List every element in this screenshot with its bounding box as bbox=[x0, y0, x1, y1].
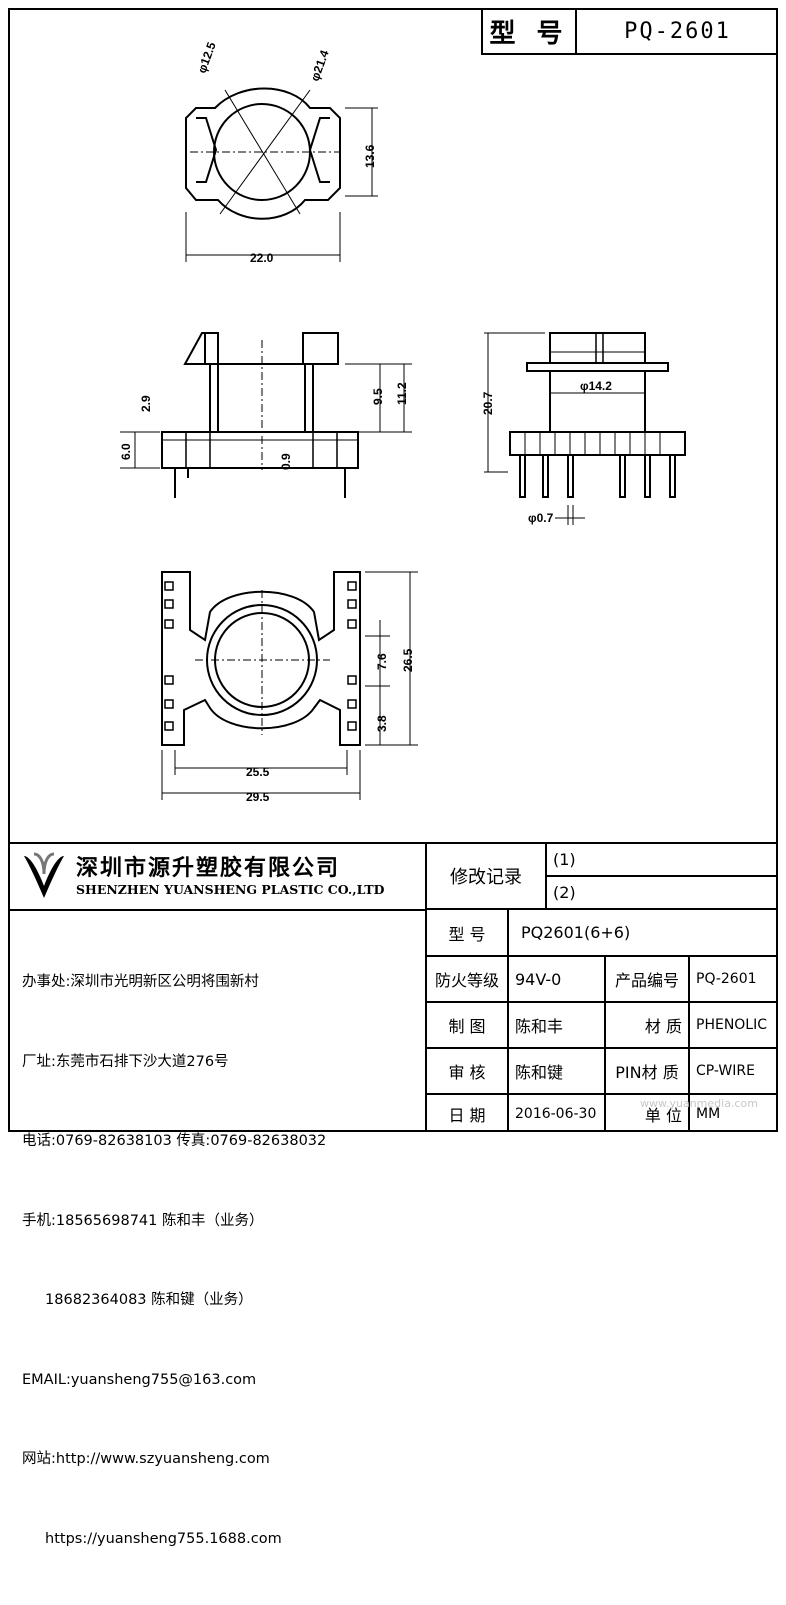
contact-email: EMAIL:yuansheng755@163.com bbox=[22, 1371, 257, 1388]
bottom-pin-slots-right bbox=[347, 581, 357, 731]
contact-office: 办事处:深圳市光明新区公明将围新村 bbox=[22, 974, 259, 990]
drawing-frame bbox=[8, 8, 778, 1132]
company-name-en: SHENZHEN YUANSHENG PLASTIC CO.,LTD bbox=[76, 882, 385, 897]
divider bbox=[507, 910, 509, 1132]
top-right-notch bbox=[308, 117, 330, 183]
divider bbox=[427, 955, 776, 957]
divider bbox=[427, 1001, 776, 1003]
front-base bbox=[161, 431, 359, 469]
divider bbox=[545, 844, 547, 908]
dim-top-d1: φ12.5 bbox=[195, 40, 219, 75]
dim-top-w: 22.0 bbox=[250, 251, 274, 265]
contact-website-2: https://yuansheng755.1688.com bbox=[22, 1530, 282, 1547]
bottom-view bbox=[161, 571, 418, 800]
technical-drawing: φ12.5 φ21.4 13.6 22.0 2.9 6.0 0.9 9.5 11… bbox=[119, 40, 686, 804]
top-view bbox=[185, 87, 378, 262]
date-value: 2016-06-30 bbox=[515, 1105, 597, 1122]
dim-front-c: 0.9 bbox=[279, 453, 293, 470]
review-value: 陈和键 bbox=[515, 1063, 564, 1082]
front-view bbox=[120, 332, 412, 498]
contact-factory: 厂址:东莞市石排下沙大道276号 bbox=[22, 1053, 229, 1070]
drawn-label: 制 图 bbox=[448, 1017, 486, 1036]
dim-bottom-w2: 29.5 bbox=[246, 790, 270, 804]
side-base-divisions bbox=[524, 432, 661, 455]
material-value: PHENOLIC bbox=[696, 1017, 768, 1033]
drawn-value: 陈和丰 bbox=[515, 1017, 564, 1036]
divider bbox=[425, 844, 427, 1132]
revision-1: (1) bbox=[553, 850, 576, 869]
front-flange-left-inner bbox=[204, 332, 219, 365]
model-header-label: 型 号 bbox=[483, 10, 577, 53]
company-header: 深圳市源升塑胶有限公司 SHENZHEN YUANSHENG PLASTIC C… bbox=[10, 844, 425, 911]
company-name-cn: 深圳市源升塑胶有限公司 bbox=[76, 856, 341, 881]
dim-side-d: φ14.2 bbox=[580, 379, 612, 393]
divider bbox=[427, 908, 776, 910]
divider bbox=[427, 1093, 776, 1095]
revision-label: 修改记录 bbox=[450, 867, 522, 888]
pin-material-label: PIN材 质 bbox=[615, 1063, 679, 1082]
front-flange-left bbox=[183, 332, 219, 365]
title-block: 深圳市源升塑胶有限公司 SHENZHEN YUANSHENG PLASTIC C… bbox=[10, 842, 776, 1547]
model-label: 型 号 bbox=[448, 924, 486, 944]
company-logo-icon bbox=[24, 852, 64, 898]
side-base bbox=[509, 431, 686, 456]
dim-top-d2: φ21.4 bbox=[308, 48, 332, 83]
company-contact: 办事处:深圳市光明新区公明将围新村 厂址:东莞市石排下沙大道276号 电话:07… bbox=[22, 916, 422, 1605]
fire-value: 94V-0 bbox=[515, 969, 562, 989]
contact-website: 网站:http://www.szyuansheng.com bbox=[22, 1451, 270, 1467]
revision-2: (2) bbox=[553, 883, 576, 902]
contact-mobile-2: 18682364083 陈和键（业务） bbox=[22, 1292, 253, 1308]
pin-material-value: CP-WIRE bbox=[696, 1063, 755, 1079]
top-diag-1 bbox=[224, 89, 301, 215]
model-header-value: PQ-2601 bbox=[624, 19, 731, 44]
dim-front-e: 11.2 bbox=[395, 382, 409, 405]
top-outline bbox=[185, 87, 341, 220]
front-flange-right bbox=[302, 332, 339, 365]
watermark-text: www.yuanmedia.com bbox=[640, 1097, 758, 1110]
front-block-r bbox=[312, 431, 338, 469]
dim-top-h: 13.6 bbox=[363, 144, 377, 168]
unit-label: 单 位 bbox=[644, 1105, 682, 1125]
divider bbox=[688, 955, 690, 1132]
dim-bottom-c: 26.5 bbox=[401, 648, 415, 672]
date-label: 日 期 bbox=[448, 1105, 486, 1125]
divider bbox=[427, 1047, 776, 1049]
dim-bottom-b: 3.8 bbox=[375, 715, 389, 732]
review-label: 审 核 bbox=[448, 1063, 486, 1082]
divider bbox=[604, 955, 606, 1132]
model-value: PQ2601(6+6) bbox=[521, 923, 631, 942]
dim-front-b: 6.0 bbox=[119, 443, 133, 460]
front-block-l bbox=[185, 431, 211, 469]
dim-front-a: 2.9 bbox=[139, 395, 153, 412]
product-code-value: PQ-2601 bbox=[696, 971, 757, 987]
divider bbox=[547, 875, 776, 877]
model-header: 型 号 PQ-2601 bbox=[481, 10, 778, 55]
product-code-label: 产品编号 bbox=[614, 971, 679, 990]
dim-bottom-a: 7.6 bbox=[375, 653, 389, 670]
fire-label: 防火等级 bbox=[434, 971, 499, 990]
side-flange bbox=[526, 362, 669, 372]
contact-mobile-1: 手机:18565698741 陈和丰（业务） bbox=[22, 1212, 264, 1229]
dim-front-d: 9.5 bbox=[371, 388, 385, 405]
dim-side-h: 20.7 bbox=[481, 391, 495, 415]
dim-bottom-w1: 25.5 bbox=[246, 765, 270, 779]
side-view bbox=[484, 332, 686, 525]
unit-value: MM bbox=[696, 1105, 721, 1122]
top-left-notch bbox=[196, 117, 218, 183]
dim-side-pin: φ0.7 bbox=[528, 511, 554, 525]
bottom-outline bbox=[161, 571, 361, 746]
side-top-block bbox=[549, 332, 646, 364]
side-pins bbox=[519, 454, 676, 498]
material-label: 材 质 bbox=[644, 1017, 682, 1036]
contact-phone: 电话:0769-82638103 传真:0769-82638032 bbox=[22, 1133, 327, 1149]
bottom-pin-slots-left bbox=[164, 581, 174, 731]
